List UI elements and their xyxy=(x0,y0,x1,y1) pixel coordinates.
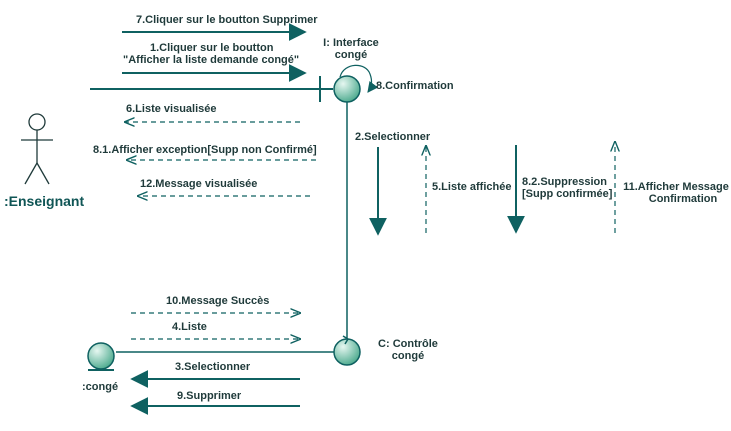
msg-8-2-label-line2: [Supp confirmée] xyxy=(522,188,613,200)
msg-1-label-line1: 1.Cliquer sur le boutton xyxy=(150,42,274,54)
msg-8-1-label: 8.1.Afficher exception[Supp non Confirmé… xyxy=(93,144,317,156)
message-12: 12.Message visualisée xyxy=(138,178,310,196)
controle-label-line2: congé xyxy=(392,350,424,362)
actor-head xyxy=(28,113,46,131)
control-circle xyxy=(333,338,361,366)
message-7: 7.Cliquer sur le boutton Supprimer xyxy=(122,14,318,41)
entity-circle xyxy=(87,342,115,370)
actor-right-leg xyxy=(36,162,50,185)
msg-4-label: 4.Liste xyxy=(172,321,207,333)
message-2: 2.Selectionner xyxy=(355,131,431,236)
interface-label-line1: I: Interface xyxy=(323,37,379,49)
message-8-2: 8.2.Suppression [Supp confirmée] xyxy=(507,145,613,234)
message-9: 9.Supprimer xyxy=(130,390,300,415)
control-controle-conge: C: Contrôle congé xyxy=(333,102,438,366)
msg-11-label-line1: 11.Afficher Message xyxy=(623,181,729,193)
message-4: 4.Liste xyxy=(131,321,300,339)
message-3: 3.Selectionner xyxy=(130,361,300,388)
msg-7-label: 7.Cliquer sur le boutton Supprimer xyxy=(136,14,318,26)
msg-8-confirmation: 8.Confirmation xyxy=(376,80,454,92)
controle-label-line1: C: Contrôle xyxy=(378,338,438,350)
entity-conge: :congé xyxy=(82,342,334,393)
msg-11-label-line2: Confirmation xyxy=(649,193,718,205)
message-6: 6.Liste visualisée xyxy=(125,103,300,122)
interface-label-line2: congé xyxy=(335,49,367,61)
boundary-interface-conge: I: Interface congé 8.Confirmation xyxy=(90,37,454,103)
message-10: 10.Message Succès xyxy=(131,295,300,313)
control-arrowhead xyxy=(342,335,350,345)
self-message-loop xyxy=(339,64,379,93)
msg-6-label: 6.Liste visualisée xyxy=(126,103,217,115)
actor-enseignant: :Enseignant xyxy=(4,113,84,209)
msg-8-2-label-line1: 8.2.Suppression xyxy=(522,176,607,188)
boundary-circle xyxy=(333,75,361,103)
entity-label: :congé xyxy=(82,381,118,393)
msg-10-label: 10.Message Succès xyxy=(166,295,269,307)
msg-12-label: 12.Message visualisée xyxy=(140,178,257,190)
msg-3-label: 3.Selectionner xyxy=(175,361,251,373)
actor-label: :Enseignant xyxy=(4,193,84,209)
msg-9-label: 9.Supprimer xyxy=(177,390,242,402)
message-11: 11.Afficher Message Confirmation xyxy=(615,142,729,233)
message-5: 5.Liste affichée xyxy=(426,146,511,233)
msg-1-label-line2: "Afficher la liste demande congé" xyxy=(123,54,299,66)
message-8-1: 8.1.Afficher exception[Supp non Confirmé… xyxy=(93,144,317,160)
actor-left-leg xyxy=(24,162,38,185)
msg-2-label: 2.Selectionner xyxy=(355,131,431,143)
message-1: 1.Cliquer sur le boutton "Afficher la li… xyxy=(122,42,307,82)
msg-5-label: 5.Liste affichée xyxy=(432,181,511,193)
